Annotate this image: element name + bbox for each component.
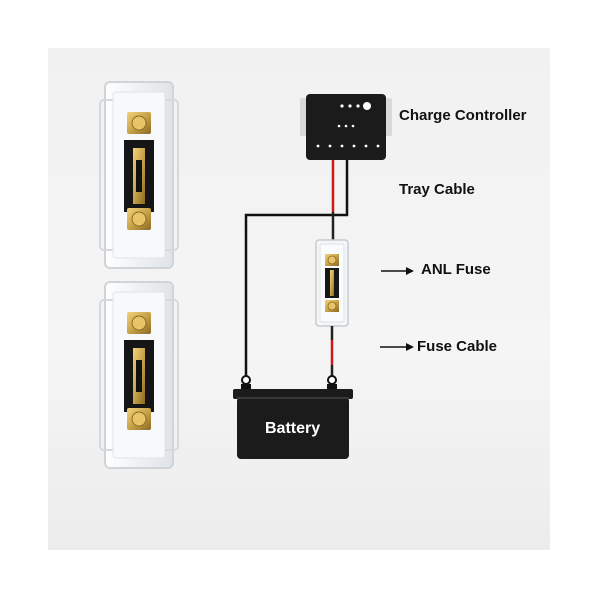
anl-fuse-icon	[315, 239, 349, 327]
right-arrow-icon	[381, 267, 414, 275]
battery-negative-terminal	[241, 375, 251, 385]
battery-icon	[233, 389, 353, 459]
right-arrow-icon	[380, 343, 414, 351]
anl-fuse-holder-icon	[99, 81, 179, 269]
charge-controller-icon	[300, 94, 392, 160]
anl-fuse-label: ANL Fuse	[421, 261, 491, 278]
fuse-cable-label: Fuse Cable	[417, 338, 498, 355]
charge-controller-label: Charge Controller	[399, 107, 527, 124]
anl-fuse-holder-icon	[99, 281, 179, 469]
tray-cable-label: Tray Cable	[399, 181, 475, 198]
battery-label: Battery	[265, 420, 321, 437]
negative-tray-cable	[244, 160, 349, 378]
battery-positive-terminal	[327, 375, 337, 385]
